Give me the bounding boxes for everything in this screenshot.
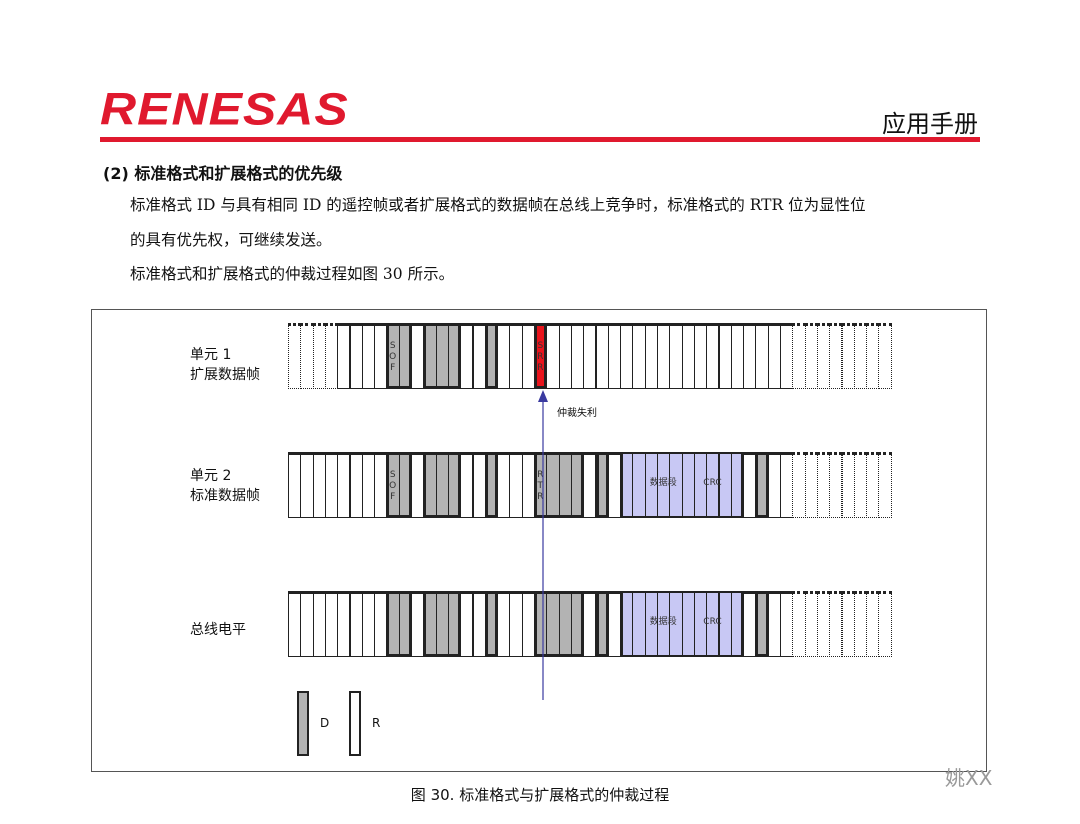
renesas-logo: RENESAS (100, 83, 349, 135)
bit-cell (595, 591, 609, 657)
section-title: (2) 标准格式和扩展格式的优先级 (103, 164, 343, 183)
bit-cell (398, 323, 412, 389)
bit-cell (398, 452, 412, 518)
legend-dominant-label: D (320, 716, 330, 730)
field-label: 数据段 (649, 617, 677, 627)
bit-cell (730, 591, 745, 657)
paragraph-line: 标准格式和扩展格式的仲裁过程如图 30 所示。 (130, 265, 455, 283)
legend-recessive-swatch (349, 691, 361, 756)
bit-cell (755, 591, 769, 657)
bit-cell (878, 591, 892, 657)
row-label: 总线电平 (190, 622, 246, 638)
bit-cell (878, 452, 892, 518)
header-divider (100, 137, 980, 142)
legend-dominant-swatch (297, 691, 309, 756)
watermark: 姚XX (945, 766, 993, 790)
arbitration-lost-label: 仲裁失利 (557, 408, 597, 419)
field-label: 数据段 (649, 478, 677, 488)
field-label: S R R (537, 341, 544, 373)
field-label: S O F (389, 341, 397, 373)
bit-cell (878, 323, 892, 389)
bit-cell (730, 452, 745, 518)
figure-caption: 图 30. 标准格式与扩展格式的仲裁过程 (410, 786, 670, 804)
bit-cell (755, 452, 769, 518)
doc-type: 应用手册 (882, 110, 978, 138)
bit-cell (447, 591, 462, 657)
field-label: R T R (537, 470, 544, 502)
bit-cell (534, 323, 548, 389)
bit-cell (484, 591, 499, 657)
bit-cell (570, 591, 585, 657)
field-label: CRC (703, 617, 722, 627)
bit-cell (570, 452, 585, 518)
bit-cell (447, 323, 462, 389)
bit-cell (595, 452, 609, 518)
paragraph-line: 标准格式 ID 与具有相同 ID 的遥控帧或者扩展格式的数据帧在总线上竞争时，标… (130, 196, 866, 214)
field-label: S O F (389, 470, 397, 502)
diagram-frame (91, 309, 987, 772)
bit-cell (484, 452, 499, 518)
bit-cell (484, 323, 499, 389)
bit-cell (398, 591, 412, 657)
bit-cell (447, 452, 462, 518)
field-label: CRC (703, 478, 722, 488)
paragraph-line: 的具有优先权，可继续发送。 (130, 231, 332, 249)
legend-recessive-label: R (372, 716, 381, 730)
